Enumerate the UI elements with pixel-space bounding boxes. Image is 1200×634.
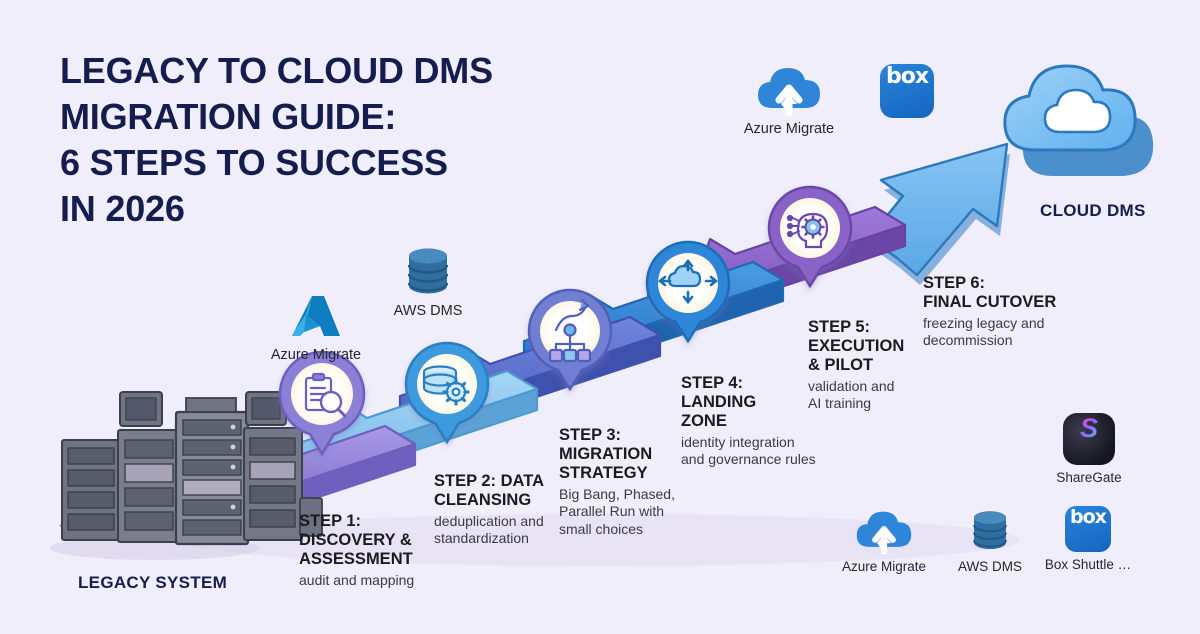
title-line-1: Legacy to Cloud DMS	[60, 50, 493, 91]
step-5-label: STEP 5: EXECUTION & PILOT validation and…	[808, 318, 904, 413]
step-2-badge	[404, 341, 490, 445]
step-4-description: identity integration and governance rule…	[681, 434, 816, 468]
step-1-badge	[278, 350, 366, 457]
cloud-dms-label: CLOUD DMS	[1040, 201, 1146, 220]
azure-a-icon	[292, 296, 340, 336]
tool-box-top[interactable]: box	[879, 64, 935, 123]
step-1-description: audit and mapping	[299, 572, 415, 589]
tool-aws-dms-top[interactable]: AWS DMS	[382, 246, 474, 319]
legacy-system-label: LEGACY SYSTEM	[78, 573, 228, 592]
step-6-label: STEP 6: FINAL CUTOVER freezing legacy an…	[923, 274, 1056, 349]
tool-aws-dms-bottom[interactable]: AWS DMS	[950, 508, 1030, 574]
step-2-heading: STEP 2: DATA CLEANSING	[434, 472, 545, 510]
step-3-heading: STEP 3: MIGRATION STRATEGY	[559, 426, 653, 483]
sharegate-logo-icon: S	[1063, 413, 1115, 465]
tool-label: Azure Migrate	[743, 121, 835, 137]
tool-label: Box Shuttle …	[1044, 557, 1132, 572]
step-3-description: Big Bang, Phased, Parallel Run with smal…	[559, 486, 675, 537]
tool-label: AWS DMS	[393, 303, 463, 319]
cloud-arrows-icon	[657, 258, 719, 305]
tool-label: AWS DMS	[958, 559, 1022, 574]
tool-label: ShareGate	[1056, 470, 1122, 485]
cloud-dms-illustration	[1003, 64, 1154, 176]
step-2-label: STEP 2: DATA CLEANSING deduplication and…	[434, 472, 544, 547]
title-line-2: Migration Guide:	[60, 96, 397, 138]
strategy-branch-icon	[548, 298, 592, 363]
database-icon	[973, 511, 1007, 550]
step-3-label: STEP 3: MIGRATION STRATEGY Big Bang, Pha…	[559, 426, 675, 538]
title-line-3: 6 Steps to Success	[60, 142, 448, 184]
database-gear-icon	[422, 365, 470, 406]
legacy-system-illustration	[50, 391, 323, 560]
tool-box-shuttle[interactable]: box Box Shuttle …	[1045, 506, 1131, 572]
step-5-description: validation and AI training	[808, 378, 895, 412]
step-6-heading: STEP 6: FINAL CUTOVER	[923, 274, 1057, 312]
tool-azure-migrate-top[interactable]: Azure Migrate	[733, 64, 845, 137]
page-title: Legacy to Cloud DMS Migration Guide: 6 S…	[60, 48, 493, 232]
step-4-heading: STEP 4: LANDING ZONE	[681, 374, 757, 431]
step-5-heading: STEP 5: EXECUTION & PILOT	[808, 318, 905, 375]
clipboard-magnifier-icon	[304, 372, 347, 418]
step-1-label: STEP 1: DISCOVERY & ASSESSMENT audit and…	[299, 512, 414, 589]
tool-label: Azure Migrate	[270, 347, 362, 363]
tool-sharegate[interactable]: S ShareGate	[1056, 413, 1122, 485]
step-6-description: freezing legacy and decommission	[923, 315, 1045, 349]
step-2-description: deduplication and standardization	[434, 513, 544, 547]
tool-azure-migrate-left[interactable]: Azure Migrate	[261, 292, 371, 363]
title-line-4: in 2026	[60, 188, 185, 230]
tool-azure-migrate-bottom[interactable]: Azure Migrate	[831, 508, 937, 574]
step-3-badge	[527, 288, 613, 392]
ai-head-gear-icon	[786, 212, 829, 249]
cloud-upload-icon	[758, 68, 820, 116]
step-4-badge	[645, 240, 731, 344]
cloud-upload-icon	[856, 511, 912, 554]
step-4-label: STEP 4: LANDING ZONE identity integratio…	[681, 374, 816, 469]
box-logo-icon: box	[1065, 506, 1111, 552]
step-5-badge	[767, 185, 853, 289]
step-1-heading: STEP 1: DISCOVERY & ASSESSMENT	[299, 512, 413, 569]
tool-label: Azure Migrate	[841, 559, 927, 574]
box-logo-icon: box	[880, 64, 934, 118]
database-icon	[407, 248, 449, 294]
